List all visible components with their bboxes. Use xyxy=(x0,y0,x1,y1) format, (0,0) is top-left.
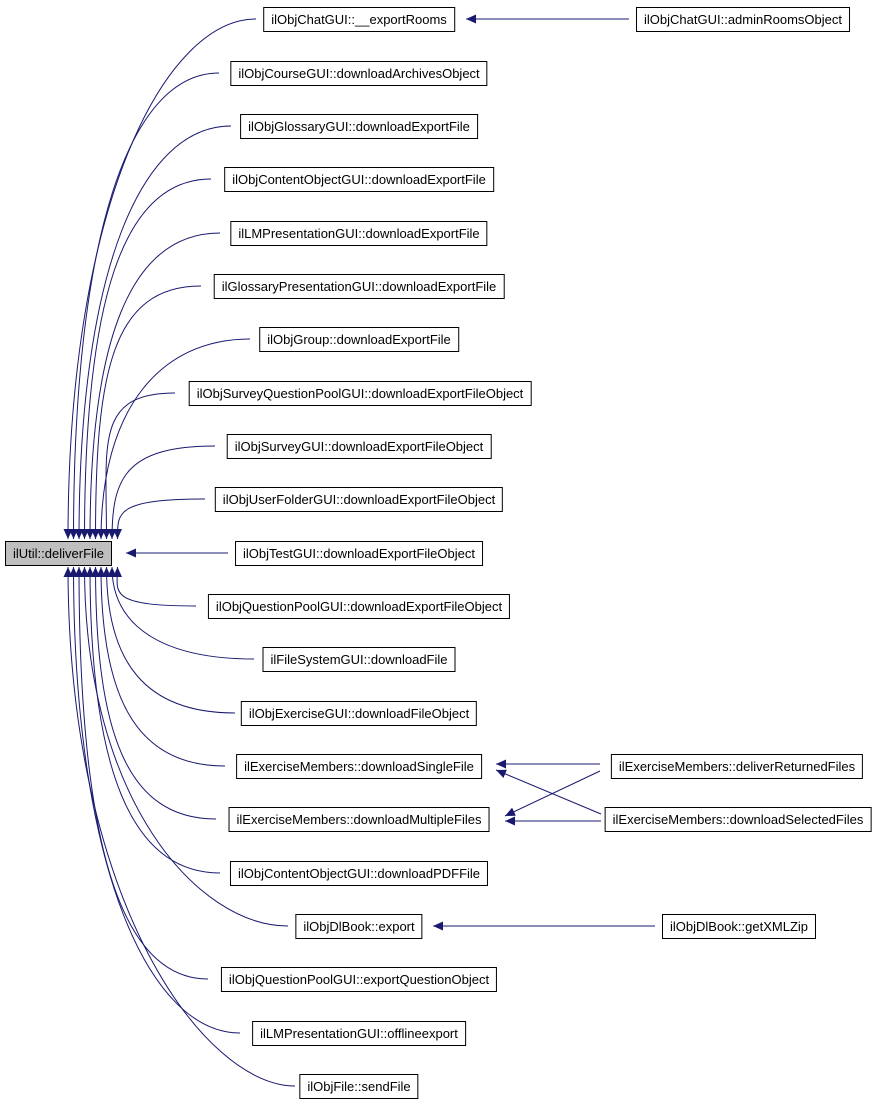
node-ilobjchatgui-adminroomsobject[interactable]: ilObjChatGUI::adminRoomsObject xyxy=(636,7,850,32)
edge-downloadsinglefile-deliverfile xyxy=(96,566,226,767)
node-ilobjsurveyquestionpoolgui-downloadexportfileobject[interactable]: ilObjSurveyQuestionPoolGUI::downloadExpo… xyxy=(188,381,532,406)
node-ilexercisemembers-deliverreturnedfiles[interactable]: ilExerciseMembers::deliverReturnedFiles xyxy=(610,754,864,779)
node-illmpresentationgui-offlineexport[interactable]: ilLMPresentationGUI::offlineexport xyxy=(252,1021,466,1046)
edge-offlineexport-deliverfile xyxy=(69,566,241,1034)
node-ilobjchatgui-exportrooms[interactable]: ilObjChatGUI::__exportRooms xyxy=(263,7,455,32)
node-ilobjsurveygui-downloadexportfileobject[interactable]: ilObjSurveyGUI::downloadExportFileObject xyxy=(226,434,492,459)
node-ilobjcontentobjectgui-downloadexportfile[interactable]: ilObjContentObjectGUI::downloadExportFil… xyxy=(224,167,494,192)
node-ilobjtestgui-downloadexportfileobject[interactable]: ilObjTestGUI::downloadExportFileObject xyxy=(235,541,483,566)
node-ilobjdlbook-export[interactable]: ilObjDlBook::export xyxy=(295,914,423,939)
node-ilobjcoursegui-downloadarchivesobject[interactable]: ilObjCourseGUI::downloadArchivesObject xyxy=(230,61,488,86)
node-ilexercisemembers-downloadmultiplefiles[interactable]: ilExerciseMembers::downloadMultipleFiles xyxy=(228,807,490,832)
edge-downloadpdffile-deliverfile xyxy=(85,566,221,874)
edge-sendfile-deliverfile xyxy=(63,566,296,1087)
edge-contentobject-downloadexport-deliverfile xyxy=(80,178,212,540)
edge-downloadselected-singlefile xyxy=(495,769,602,815)
node-ilobjglossarygui-downloadexportfile[interactable]: ilObjGlossaryGUI::downloadExportFile xyxy=(240,114,478,139)
node-ilglossarypresentationgui-downloadexportfile[interactable]: ilGlossaryPresentationGUI::downloadExpor… xyxy=(213,274,505,299)
node-ilfilesystemgui-downloadfile[interactable]: ilFileSystemGUI::downloadFile xyxy=(262,647,456,672)
node-ilobjgroup-downloadexportfile[interactable]: ilObjGroup::downloadExportFile xyxy=(259,327,459,352)
edge-group-downloadexport-deliverfile xyxy=(96,338,251,540)
node-ilobjuserfoldergui-downloadexportfileobject[interactable]: ilObjUserFolderGUI::downloadExportFileOb… xyxy=(214,487,504,512)
node-ilutil-deliverfile: ilUtil::deliverFile xyxy=(5,541,113,566)
edge-glossarypresentation-downloadexport-deliverfile xyxy=(91,285,202,540)
edge-lmpresentation-downloadexport-deliverfile xyxy=(85,232,221,540)
node-ilobjquestionpoolgui-downloadexportfileobject[interactable]: ilObjQuestionPoolGUI::downloadExportFile… xyxy=(207,594,511,619)
edge-survey-downloadexport-deliverfile xyxy=(107,445,216,540)
node-ilobjquestionpoolgui-exportquestionobject[interactable]: ilObjQuestionPoolGUI::exportQuestionObje… xyxy=(220,967,498,992)
node-ilexercisemembers-downloadsinglefile[interactable]: ilExerciseMembers::downloadSingleFile xyxy=(236,754,482,779)
edge-downloadmultiplefiles-deliverfile xyxy=(91,566,217,820)
edge-downloadarchives-deliverfile xyxy=(69,72,220,540)
edge-userfolder-downloadexport-deliverfile xyxy=(112,498,206,540)
edge-glossary-downloadexport-deliverfile xyxy=(74,125,232,540)
edge-exportquestion-deliverfile xyxy=(74,566,209,980)
node-illmpresentationgui-downloadexportfile[interactable]: ilLMPresentationGUI::downloadExportFile xyxy=(230,221,488,246)
edge-questionpool-downloadexport-deliverfile xyxy=(112,566,197,607)
node-ilobjdlbook-getxmlzip[interactable]: ilObjDlBook::getXMLZip xyxy=(662,914,816,939)
node-ilobjfile-sendfile[interactable]: ilObjFile::sendFile xyxy=(299,1074,419,1099)
edge-filesystem-downloadfile-deliverfile xyxy=(107,566,255,660)
node-ilexercisemembers-downloadselectedfiles[interactable]: ilExerciseMembers::downloadSelectedFiles xyxy=(604,807,872,832)
edge-surveyquestionpool-downloadexport-deliverfile xyxy=(101,392,176,540)
edge-dlbook-export-deliverfile xyxy=(80,566,289,927)
node-ilobjexercisegui-downloadfileobject[interactable]: ilObjExerciseGUI::downloadFileObject xyxy=(240,701,478,726)
node-ilobjcontentobjectgui-downloadpdffile[interactable]: ilObjContentObjectGUI::downloadPDFFile xyxy=(229,861,489,886)
edge-exercise-downloadfile-deliverfile xyxy=(102,566,236,714)
